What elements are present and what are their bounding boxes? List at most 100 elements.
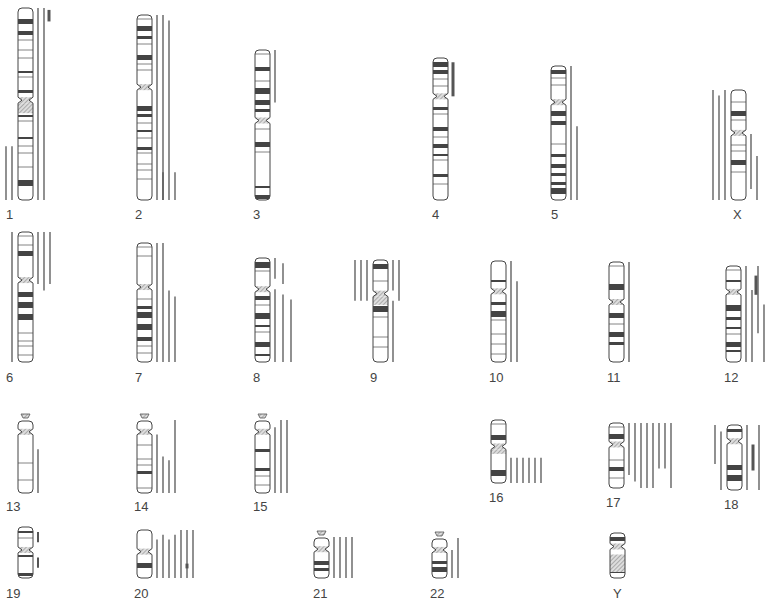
copy-number-segment: [37, 558, 39, 568]
chromosome-bands: [137, 429, 152, 488]
copy-number-segment: [516, 458, 517, 483]
chromosome-label: 14: [134, 497, 148, 515]
copy-number-segment: [5, 146, 6, 200]
copy-number-segment: [156, 15, 157, 200]
copy-number-segment: [345, 537, 346, 578]
copy-number-segment: [670, 423, 671, 488]
chromosome-number: 21: [313, 586, 327, 601]
copy-number-segment: [49, 232, 50, 284]
chromosome-label: 12: [724, 368, 738, 386]
chromosome-ideogram: [18, 414, 38, 493]
chromosome-label: 2: [135, 205, 142, 223]
copy-number-segment: [168, 291, 169, 362]
copy-number-segment: [540, 458, 541, 483]
copy-number-segment: [634, 423, 635, 482]
chromosome-number: Y: [613, 586, 622, 601]
copy-number-segment: [43, 8, 44, 200]
chromosome-bands: [255, 262, 270, 356]
chromosome-ideogram: [137, 530, 193, 578]
copy-number-segment: [366, 260, 367, 301]
copy-number-segment: [652, 423, 653, 488]
copy-number-segment: [745, 266, 746, 362]
chromosome-bands: [255, 54, 270, 199]
copy-number-segment: [274, 289, 275, 362]
copy-number-segment: [180, 530, 181, 578]
chromosome-bands: [137, 19, 152, 179]
copy-number-segment: [37, 232, 38, 284]
chromosome-bands: [373, 264, 388, 347]
chromosome-ideogram: [255, 414, 287, 493]
satellite-stalk: [435, 532, 444, 536]
chromosome-label: 22: [430, 584, 444, 602]
chromosome-number: 15: [253, 499, 267, 514]
chromosome-label: 10: [489, 368, 503, 386]
chromosome-number: 22: [430, 586, 444, 601]
chromosome-ideogram: [18, 527, 38, 578]
copy-number-segment: [43, 232, 44, 291]
chromosome-bands: [731, 102, 746, 172]
chromosome-bands: [255, 429, 270, 485]
copy-number-segment: [516, 281, 517, 362]
copy-number-segment: [510, 261, 511, 362]
chromosome-label: 11: [607, 368, 621, 386]
copy-number-segment: [174, 172, 175, 200]
chromosome-label: 6: [6, 368, 13, 386]
chromosome-label: 4: [432, 205, 439, 223]
chromosome-number: X: [733, 207, 742, 222]
copy-number-segment: [392, 301, 393, 362]
copy-number-segment: [174, 535, 175, 578]
copy-number-segment: [763, 304, 764, 362]
copy-number-segment: [286, 420, 287, 493]
copy-number-segment: [156, 243, 157, 362]
copy-number-segment: [628, 423, 629, 475]
chromosome-ideogram: [491, 261, 517, 362]
chromosome-number: 19: [6, 586, 20, 601]
chromosome-number: 1: [6, 207, 13, 222]
copy-number-segment: [751, 290, 752, 362]
chromosome-label: 21: [313, 584, 327, 602]
copy-number-segment: [757, 266, 758, 333]
chromosome-ideogram: [433, 58, 453, 200]
chromosome-bands: [491, 424, 506, 476]
copy-number-segment: [724, 90, 725, 200]
copy-number-segment: [274, 427, 275, 493]
chromosome-ideogram: [6, 8, 49, 200]
copy-number-segment: [664, 423, 665, 469]
copy-number-segment: [351, 537, 352, 578]
chromosome-bands: [727, 429, 742, 481]
copy-number-segment: [534, 458, 535, 483]
chromosome-bands: [137, 549, 152, 568]
copy-number-segment: [746, 425, 747, 490]
copy-number-segment: [274, 50, 275, 103]
copy-number-segment: [718, 96, 719, 201]
chromosome-label: 18: [724, 495, 738, 513]
copy-number-segment: [339, 537, 340, 578]
chromosome-label: Y: [613, 584, 622, 602]
chromosome-label: 3: [253, 205, 260, 223]
copy-number-segment: [156, 435, 157, 493]
copy-number-segment: [282, 263, 283, 284]
chromosome-ideogram: [609, 423, 671, 488]
chromosome-bands: [609, 427, 624, 478]
chromosome-label: 13: [6, 497, 20, 515]
chromosome-ideogram: [12, 232, 50, 362]
copy-number-segment: [712, 90, 713, 200]
copy-number-segment: [37, 8, 38, 200]
copy-number-segment: [451, 550, 452, 578]
copy-number-segment: [162, 243, 163, 362]
copy-number-segment: [528, 458, 529, 483]
copy-number-segment: [758, 425, 759, 490]
chromosome-ideogram: [355, 260, 399, 362]
chromosome-label: 7: [135, 368, 142, 386]
chromosome-number: 4: [432, 207, 439, 222]
copy-number-segment: [720, 432, 721, 491]
chromosome-ideogram: [609, 262, 629, 362]
chromosome-bands: [609, 266, 624, 345]
copy-number-segment: [756, 156, 757, 200]
copy-number-segment: [168, 460, 169, 493]
copy-number-segment: [37, 449, 38, 493]
copy-number-segment: [186, 564, 189, 569]
chromosome-number: 10: [489, 370, 503, 385]
chromosome-label: 19: [6, 584, 20, 602]
